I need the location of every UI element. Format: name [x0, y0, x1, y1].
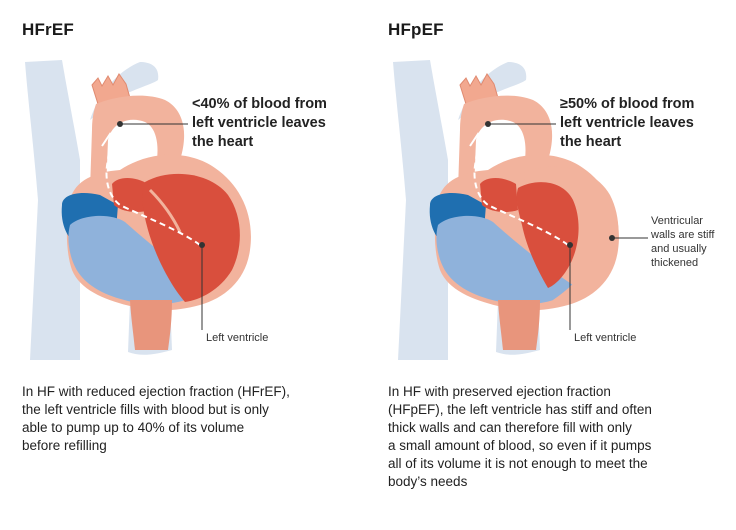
- callout-line: the heart: [192, 134, 254, 150]
- left-ventricle-label: Left ventricle: [574, 332, 637, 344]
- panel-hfpef: HFpEF ≥50% of blood from left ventricle …: [368, 0, 736, 530]
- caption-line: before refilling: [22, 438, 107, 453]
- left-ventricle-label: Left ventricle: [206, 332, 269, 344]
- callout-line: left ventricle leaves: [192, 115, 326, 131]
- caption-line: a small amount of blood, so even if it p…: [388, 438, 652, 453]
- walls-line: and usually: [651, 243, 707, 255]
- panel-caption: In HF with reduced ejection fraction (HF…: [22, 383, 342, 455]
- caption-line: the left ventricle fills with blood but …: [22, 402, 269, 417]
- callout-line: the heart: [560, 134, 622, 150]
- caption-line: all of its volume it is not enough to me…: [388, 456, 648, 471]
- panel-caption: In HF with preserved ejection fraction (…: [388, 383, 728, 491]
- caption-line: (HFpEF), the left ventricle has stiff an…: [388, 402, 652, 417]
- heart-diagram-hfref: [24, 59, 252, 361]
- caption-line: able to pump up to 40% of its volume: [22, 420, 245, 435]
- ventricular-walls-label: Ventricular walls are stiff and usually …: [651, 214, 731, 270]
- caption-line: body’s needs: [388, 474, 468, 489]
- callout-line: ≥50% of blood from: [560, 96, 695, 112]
- caption-line: In HF with reduced ejection fraction (HF…: [22, 384, 290, 399]
- caption-line: thick walls and can therefore fill with …: [388, 420, 632, 435]
- panel-heading: HFpEF: [388, 20, 444, 39]
- walls-line: Ventricular: [651, 215, 703, 227]
- panel-heading: HFrEF: [22, 20, 74, 39]
- ejection-callout: <40% of blood from left ventricle leaves…: [192, 95, 362, 152]
- callout-line: <40% of blood from: [192, 96, 327, 112]
- walls-line: thickened: [651, 257, 699, 269]
- heart-diagram-hfpef: [392, 59, 648, 361]
- callout-line: left ventricle leaves: [560, 115, 694, 131]
- caption-line: In HF with preserved ejection fraction: [388, 384, 611, 399]
- walls-line: walls are stiff: [651, 229, 715, 241]
- left-ventricle-chamber: [516, 182, 579, 288]
- ejection-callout: ≥50% of blood from left ventricle leaves…: [560, 95, 730, 152]
- panel-hfref: HFrEF <40% of blood from left ventricle …: [22, 20, 362, 455]
